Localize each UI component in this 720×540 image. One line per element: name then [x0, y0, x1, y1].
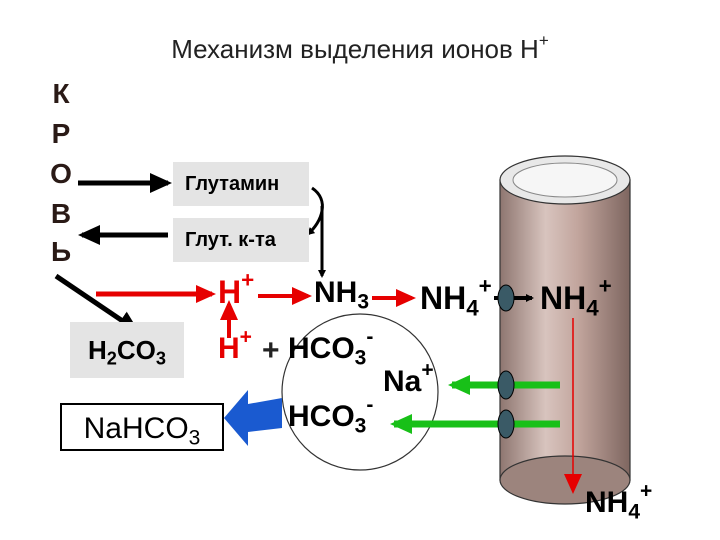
blood-letter: В	[50, 198, 72, 229]
blood-letter: Р	[51, 118, 71, 149]
cell-ellipse	[281, 313, 439, 471]
hco3-bottom: HCO3-	[288, 393, 374, 438]
h-plus-middle: H+	[218, 325, 252, 365]
page-title: Механизм выделения ионов Н+	[171, 31, 549, 64]
nahco3-box: NaHCO3	[60, 403, 224, 451]
glutamine-box: Глутамин	[173, 162, 309, 206]
glut-acid-box: Глут. к-та	[173, 218, 309, 262]
transporter-nh4	[497, 284, 515, 312]
transporter-hco3	[497, 409, 515, 439]
nh3-label: NH3	[314, 276, 370, 314]
h-plus-top: H+	[218, 267, 255, 310]
nh4-inside: NH4+	[420, 273, 492, 321]
transporter-na	[497, 370, 515, 400]
hco3-top: HCO3-	[288, 325, 374, 370]
na-plus-label: Na+	[383, 358, 434, 398]
blood-letter: О	[50, 158, 72, 189]
tubule	[499, 155, 631, 505]
arrow-glutamine-curve	[306, 186, 324, 236]
blood-letter: К	[52, 78, 70, 109]
nh4-tubule: NH4+	[540, 273, 612, 321]
nh4-excreted: NH4+	[585, 479, 653, 524]
arrow-to-nahco3	[224, 390, 282, 446]
blood-letter: Ь	[50, 236, 72, 267]
arrow-blood-to-h2co3	[54, 273, 140, 333]
h2co3-box: H2CO3	[70, 322, 184, 378]
plus-sign: +	[262, 334, 280, 367]
